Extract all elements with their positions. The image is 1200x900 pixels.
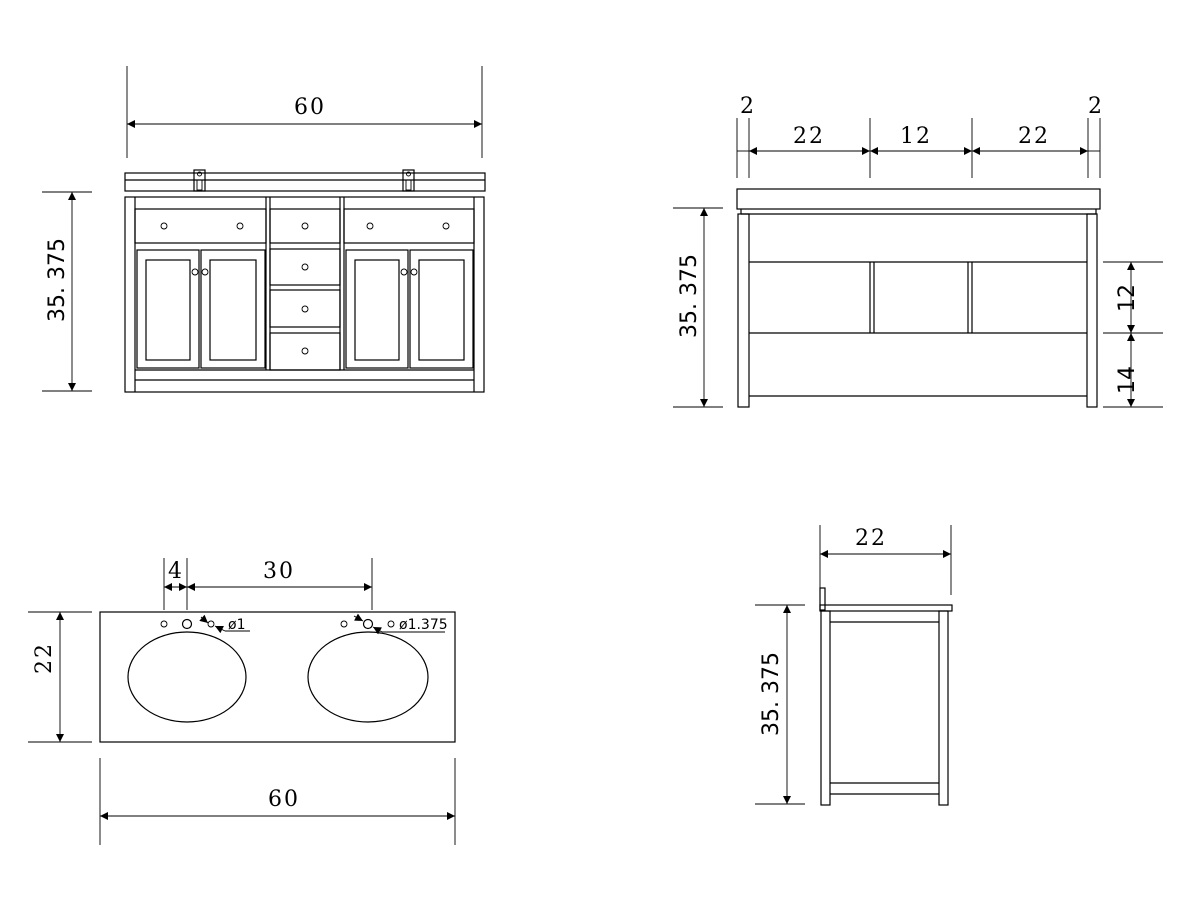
side-center-span-label: 12 (900, 124, 932, 149)
top-offset-label: 4 (168, 559, 184, 584)
top-depth-label: 22 (32, 642, 57, 674)
top-spacing-label: 30 (263, 559, 295, 584)
end-left-leg (820, 610, 831, 806)
right-center-hole (362, 618, 374, 630)
right-top-drawer (343, 208, 475, 244)
center-drawer-1 (269, 208, 341, 244)
right-small-hole (340, 620, 348, 628)
end-view: 22 35. 375 (755, 525, 953, 806)
side-right-span-label: 22 (1018, 124, 1050, 149)
left-top-drawer (134, 208, 267, 244)
end-depth-label: 22 (855, 526, 887, 551)
small-hole-diameter-label: ø1 (228, 617, 245, 633)
side-upper-label: 12 (1115, 284, 1140, 312)
left-door-1 (136, 249, 200, 369)
left-faucet (193, 169, 206, 192)
side-right-leg (1086, 213, 1098, 408)
right-sink-basin (307, 631, 429, 723)
front-countertop (124, 172, 486, 192)
front-cabinet-body (124, 196, 485, 393)
left-center-hole (181, 618, 193, 630)
top-width-label: 60 (268, 787, 300, 812)
left-small-hole (160, 620, 168, 628)
end-height-label: 35. 375 (759, 652, 784, 736)
side-left-leg (737, 213, 750, 408)
side-left-edge-label: 2 (740, 94, 756, 119)
end-right-leg (938, 610, 949, 806)
side-lower-label: 14 (1115, 366, 1140, 394)
center-drawer-3 (269, 289, 341, 328)
side-height-label: 35. 375 (677, 254, 702, 338)
top-view: 4 30 22 ø1 ø1.375 60 (28, 558, 456, 845)
side-view: 2 22 12 22 2 35. 375 12 14 (673, 94, 1163, 408)
large-hole-diameter-label: ø1.375 (399, 617, 448, 633)
right-door-1 (345, 249, 409, 369)
front-height-label: 35. 375 (45, 238, 70, 322)
front-view: 60 35. 375 (42, 66, 486, 393)
center-drawer-2 (269, 248, 341, 286)
right-faucet (402, 169, 415, 192)
end-backsplash (819, 587, 826, 611)
end-countertop (819, 604, 953, 612)
side-left-span-label: 22 (793, 124, 825, 149)
left-sink-basin (127, 631, 247, 723)
left-door-2 (200, 249, 266, 369)
center-drawer-4 (269, 332, 341, 371)
side-countertop (736, 188, 1101, 210)
side-right-edge-label: 2 (1088, 94, 1104, 119)
top-countertop (99, 611, 456, 743)
right-door-2 (409, 249, 474, 369)
front-width-label: 60 (294, 95, 326, 120)
